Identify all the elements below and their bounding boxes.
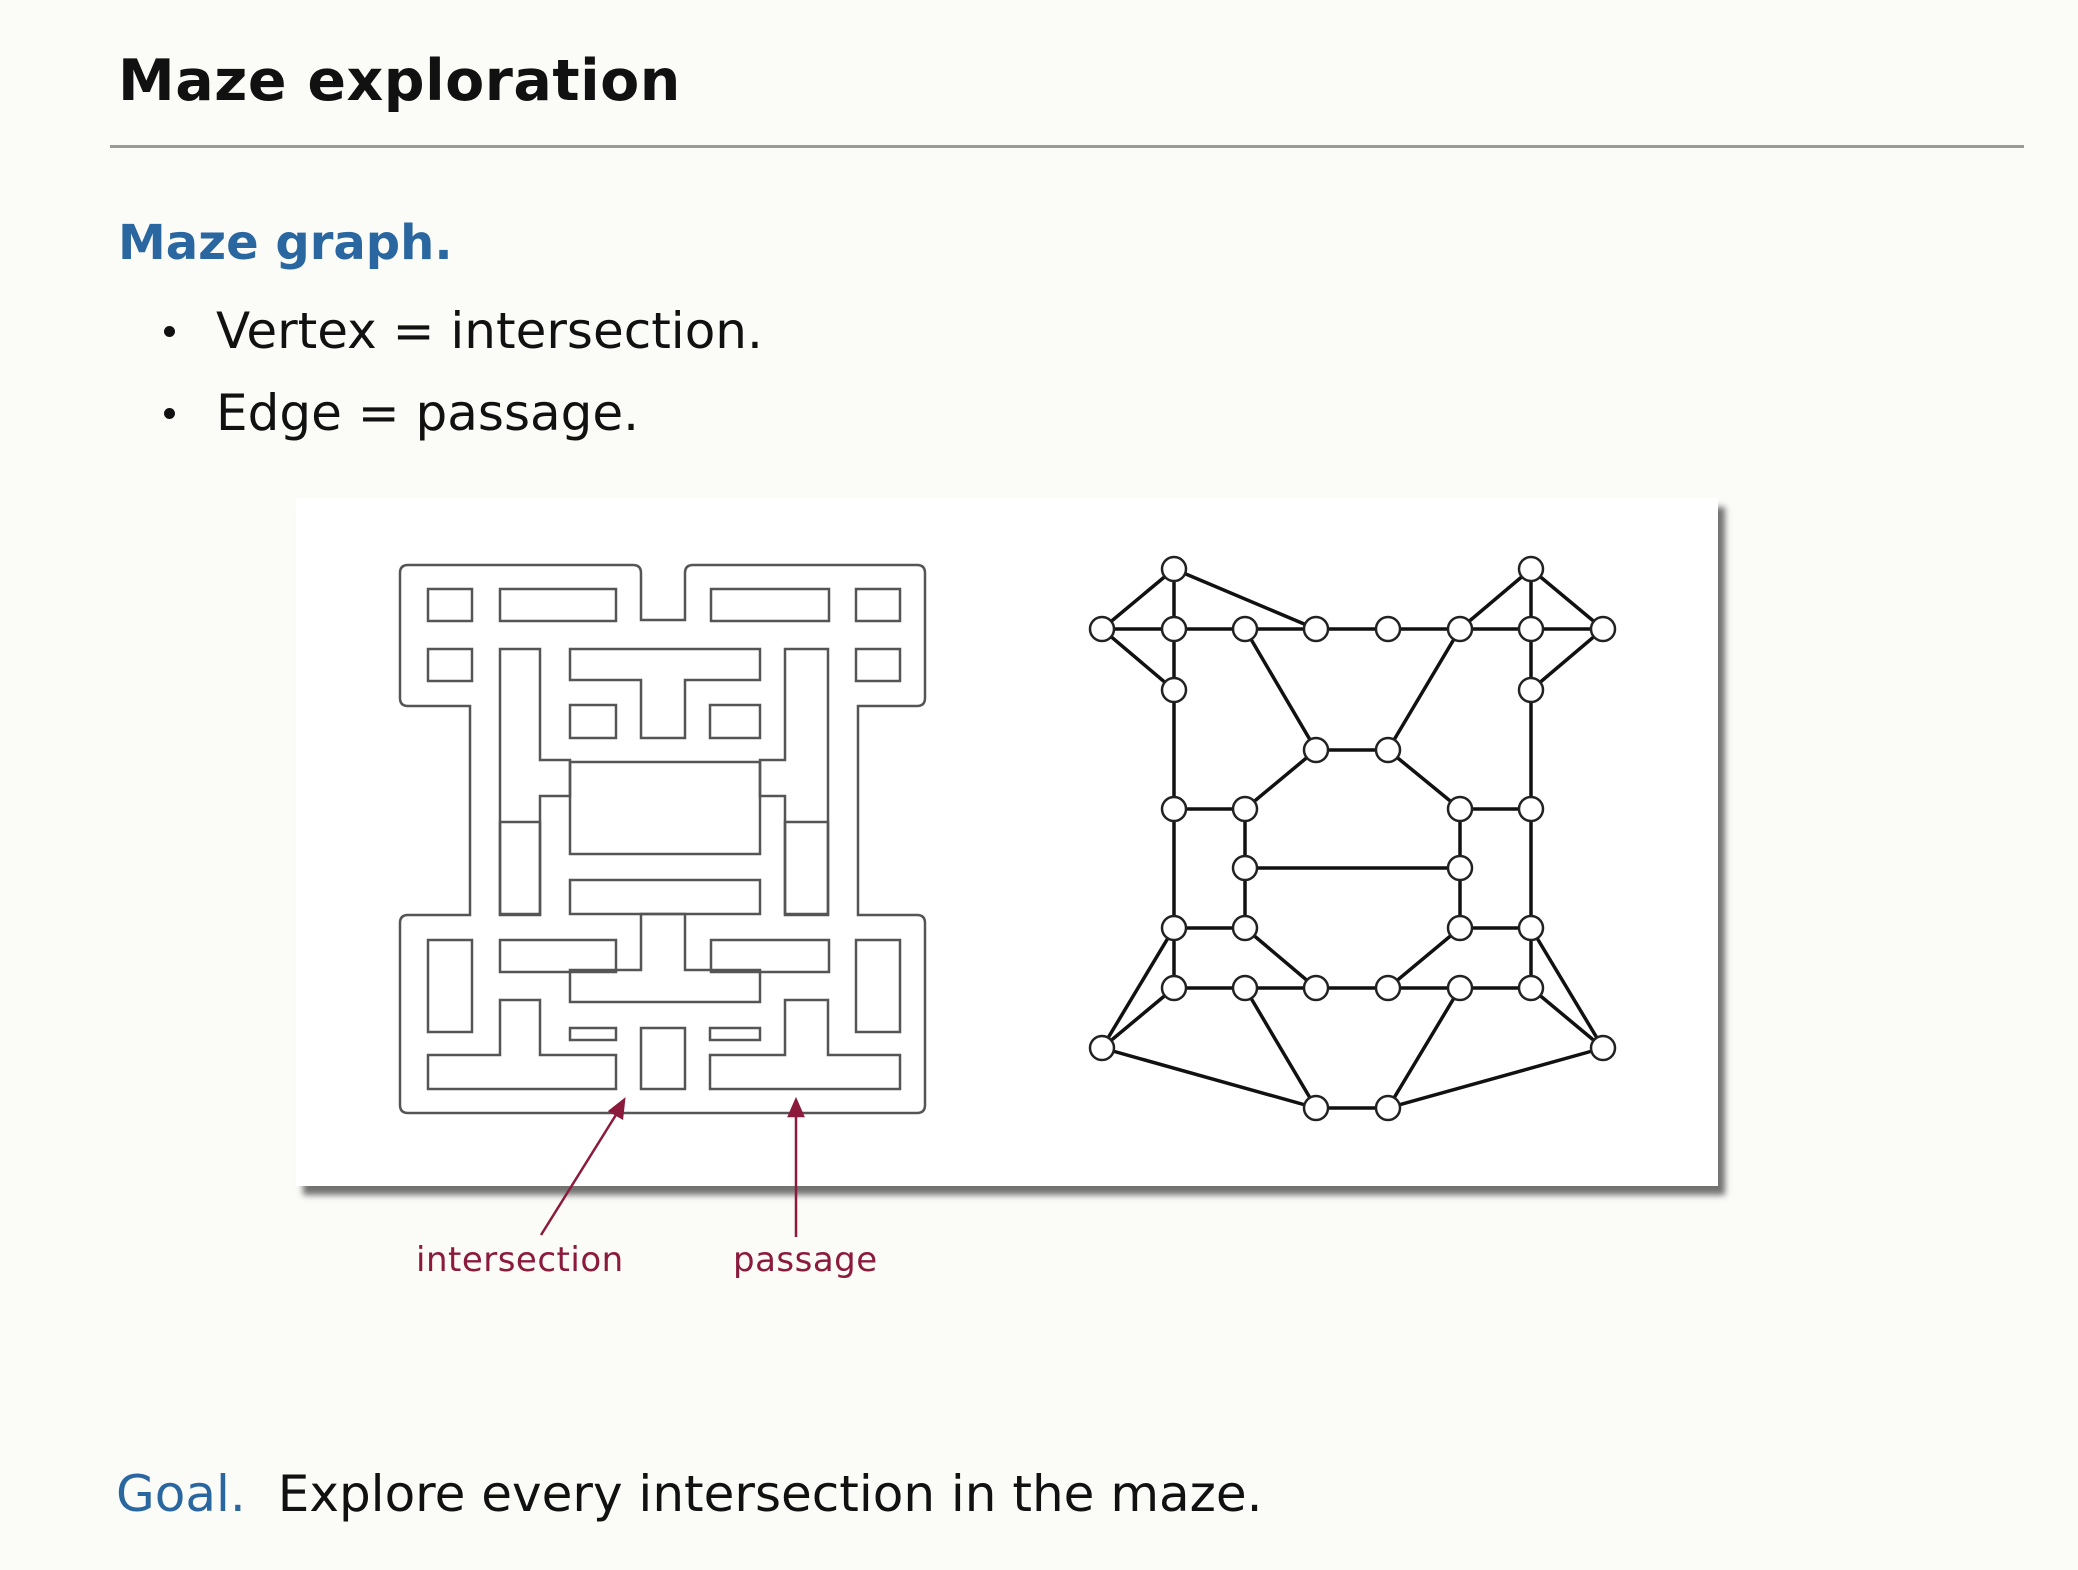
- annotation-intersection-label: intersection: [416, 1240, 624, 1280]
- section-heading: Maze graph.: [118, 215, 453, 271]
- goal-text: Explore every intersection in the maze.: [277, 1465, 1263, 1523]
- bullet-text: Vertex = intersection.: [216, 302, 763, 360]
- title-divider: [110, 145, 2024, 148]
- bullet-dot-icon: [164, 408, 175, 419]
- bullet-item: Edge = passage.: [160, 372, 763, 454]
- bullet-text: Edge = passage.: [216, 384, 640, 442]
- annotation-passage-label: passage: [733, 1240, 878, 1280]
- figure-panel: [296, 498, 1718, 1186]
- goal-statement: Goal. Explore every intersection in the m…: [116, 1465, 1263, 1523]
- bullet-dot-icon: [164, 326, 175, 337]
- page-title: Maze exploration: [118, 48, 681, 114]
- bullet-list: Vertex = intersection. Edge = passage.: [160, 290, 763, 454]
- goal-label: Goal.: [116, 1465, 246, 1523]
- bullet-item: Vertex = intersection.: [160, 290, 763, 372]
